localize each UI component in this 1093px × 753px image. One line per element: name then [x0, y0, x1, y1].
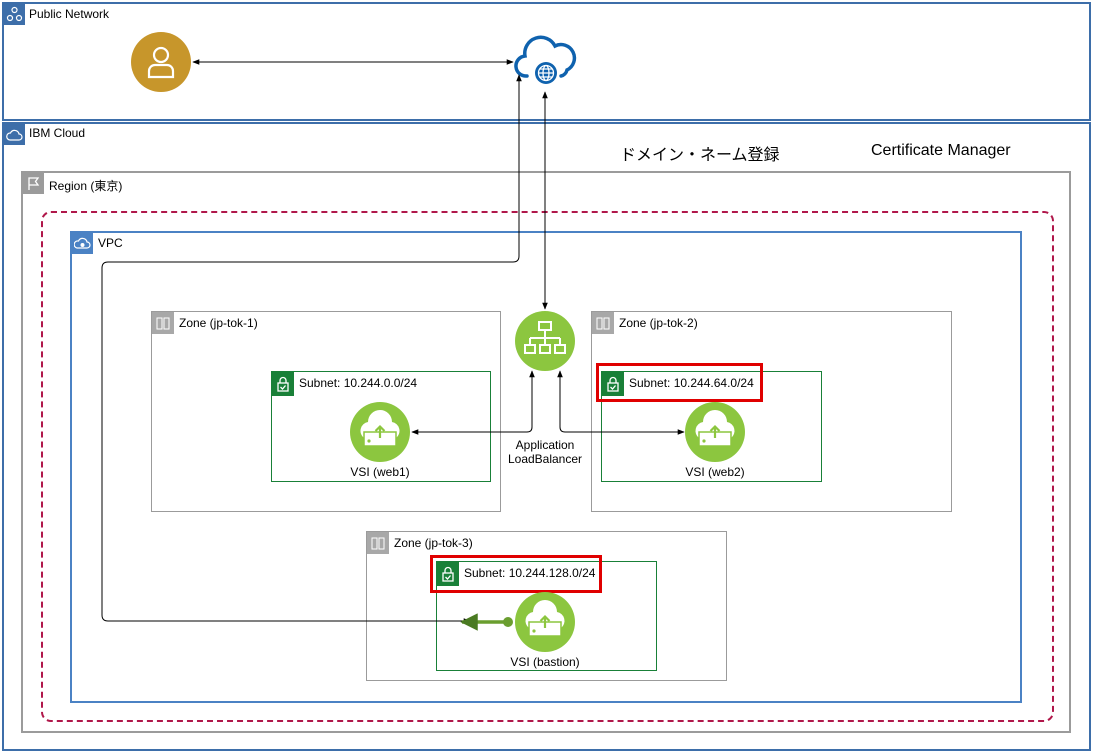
lock-icon [602, 372, 624, 396]
datacenter-icon [152, 312, 174, 334]
vsi-web1-label: VSI (web1) [350, 465, 410, 479]
zone-label-2: Zone (jp-tok-2) [619, 316, 698, 330]
lock-icon [437, 562, 459, 586]
subnet-label-1: Subnet: 10.244.0.0/24 [299, 376, 418, 390]
load-balancer-icon [524, 321, 566, 354]
server-cloud-icon [695, 410, 735, 447]
user-node[interactable] [131, 32, 191, 92]
ibm-cloud-icon [4, 124, 25, 145]
vsi-bastion-label: VSI (bastion) [510, 655, 580, 669]
server-cloud-icon [360, 410, 400, 447]
datacenter-icon [592, 312, 614, 334]
subnet-label-2: Subnet: 10.244.64.0/24 [629, 376, 754, 390]
server-cloud-icon [525, 600, 565, 637]
vpc-icon [72, 233, 93, 254]
ibm-cloud-label: IBM Cloud [29, 126, 86, 140]
region-label: Region (東京) [49, 179, 123, 193]
certificate-manager-label: Certificate Manager [871, 142, 1011, 159]
vsi-web2-node[interactable] [685, 402, 745, 462]
public-network-label: Public Network [29, 7, 110, 21]
vsi-web1-node[interactable] [350, 402, 410, 462]
datacenter-icon [367, 532, 389, 554]
dns-service-label: ドメイン・ネーム登録 [620, 147, 780, 164]
user-icon [147, 46, 175, 79]
zone-label-3: Zone (jp-tok-3) [394, 536, 473, 550]
vsi-bastion-node[interactable] [515, 592, 575, 652]
internet-cloud-icon[interactable] [513, 30, 577, 90]
flag-icon [23, 173, 44, 194]
load-balancer-node[interactable] [515, 311, 575, 371]
lock-icon [272, 372, 294, 396]
vsi-web2-label: VSI (web2) [685, 465, 745, 479]
load-balancer-label-line2: LoadBalancer [507, 452, 583, 466]
vpc-label: VPC [98, 236, 123, 250]
subnet-label-3: Subnet: 10.244.128.0/24 [464, 566, 596, 580]
load-balancer-label-line1: Application [515, 438, 575, 452]
zone-label-1: Zone (jp-tok-1) [179, 316, 258, 330]
public-network-icon [4, 4, 25, 25]
